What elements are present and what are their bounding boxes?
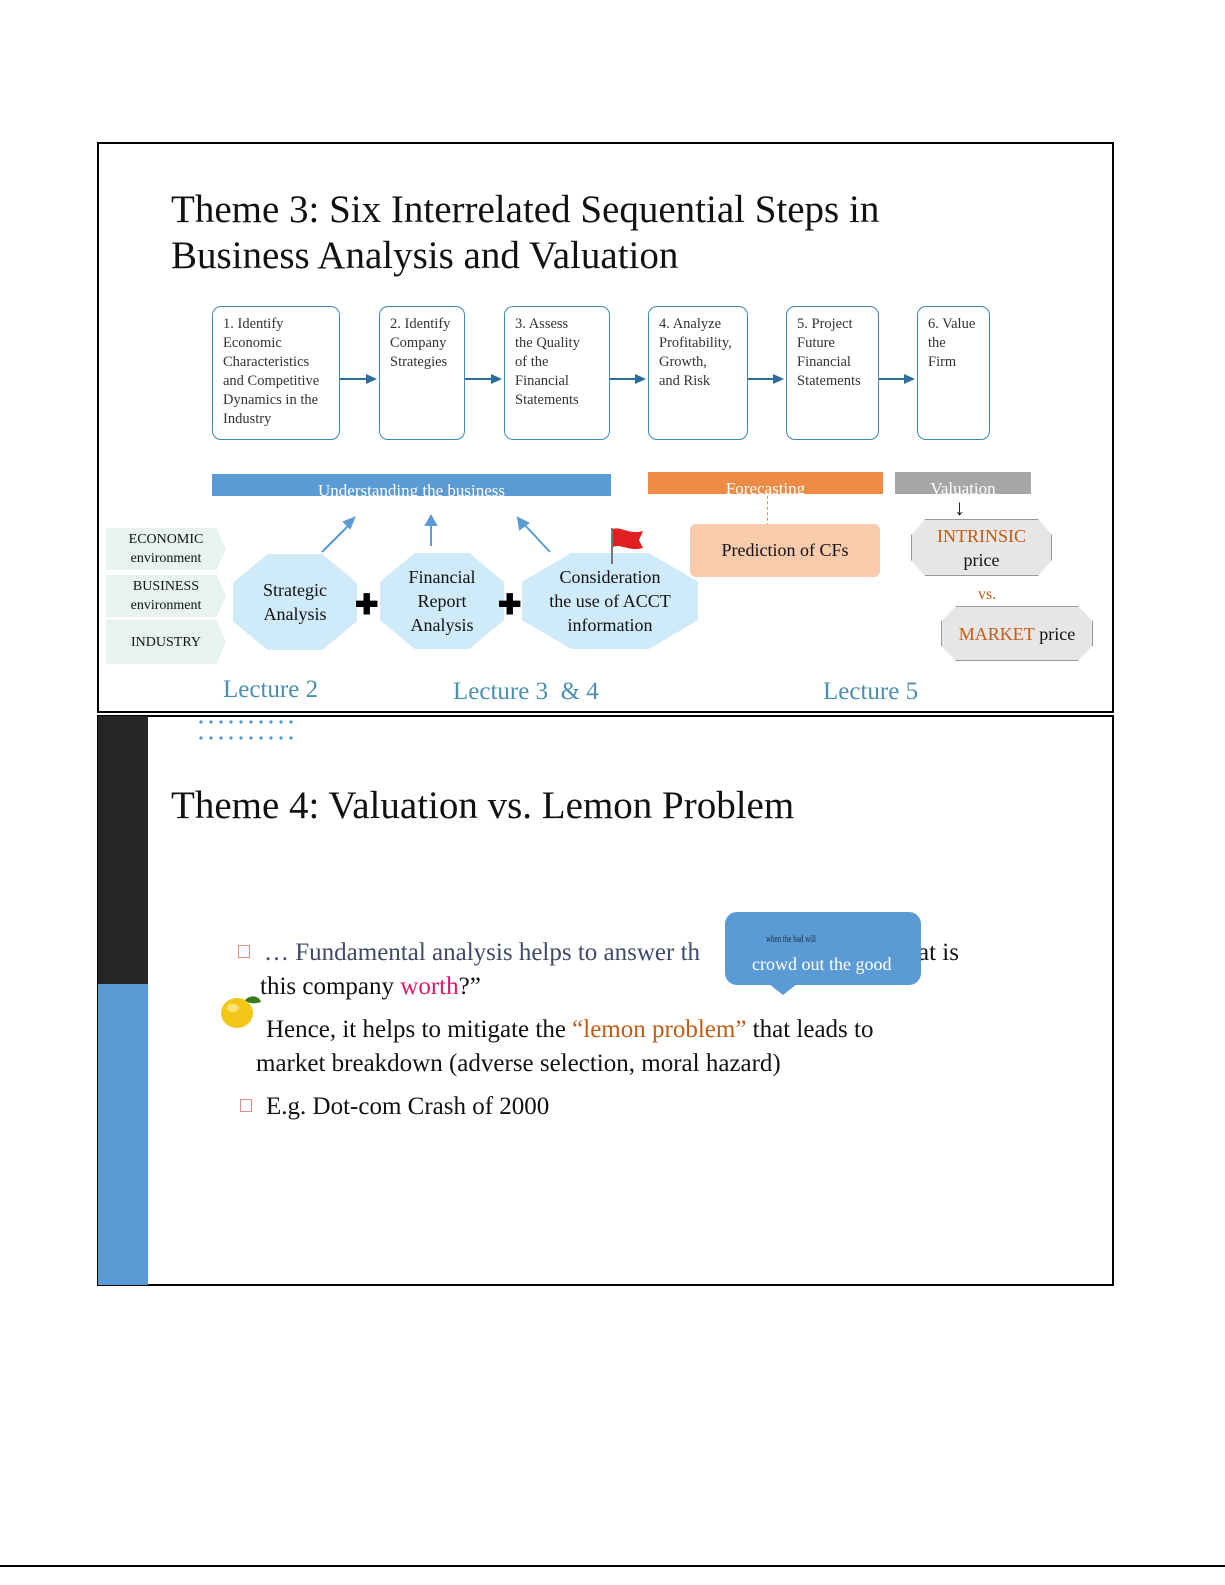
slide4-title: Theme 4: Valuation vs. Lemon Problem bbox=[171, 784, 795, 827]
bullet-square-icon bbox=[238, 945, 250, 958]
industry-label: INDUSTRY bbox=[106, 620, 226, 664]
down-arrow-icon: ↓ bbox=[954, 495, 965, 520]
intrinsic-price-shape: INTRINSIC price bbox=[911, 519, 1052, 576]
bullet1-text-end: at is bbox=[918, 939, 959, 966]
arrow-head-icon bbox=[491, 374, 502, 384]
slide3-title-line2: Business Analysis and Valuation bbox=[171, 234, 679, 277]
versus-label: vs. bbox=[978, 586, 997, 603]
business-environment-label: BUSINESS environment bbox=[106, 575, 226, 617]
upward-arrows-graphic bbox=[321, 513, 551, 553]
step-arrow-1 bbox=[340, 378, 368, 380]
lecture-2-label: Lecture 2 bbox=[223, 676, 319, 703]
arrow-head-icon bbox=[366, 374, 377, 384]
strategic-analysis-label: Strategic Analysis bbox=[263, 580, 327, 624]
financial-report-analysis-shape: Financial Report Analysis bbox=[380, 553, 504, 649]
bullet1-line2: this company worth?” bbox=[260, 970, 481, 1004]
bullet2-line2: market breakdown (adverse selection, mor… bbox=[256, 1050, 781, 1077]
lemon-icon bbox=[221, 996, 261, 1028]
market-word: MARKET bbox=[958, 623, 1035, 644]
arrow-head-icon bbox=[904, 374, 915, 384]
bullet1-text-start: … Fundamental analysis helps to answer t… bbox=[264, 939, 701, 966]
bullet-square-icon bbox=[240, 1099, 252, 1112]
bullet-lemon-problem: Hence, it helps to mitigate the “lemon p… bbox=[266, 1013, 873, 1047]
red-flag-icon bbox=[611, 528, 643, 564]
step-4-box: 4. Analyze Profitability, Growth, and Ri… bbox=[648, 306, 748, 440]
step-arrow-4 bbox=[748, 378, 775, 380]
prediction-of-cfs-label: Prediction of CFs bbox=[721, 540, 849, 560]
slide3-title-line1: Theme 3: Six Interrelated Sequential Ste… bbox=[171, 188, 880, 231]
bullet1-line2-start: this company bbox=[260, 973, 401, 1000]
dotted-decoration bbox=[196, 720, 296, 724]
consideration-acct-shape: Consideration the use of ACCT informatio… bbox=[522, 553, 698, 649]
bar-forecasting: Forecasting bbox=[648, 472, 883, 494]
plus-icon: ✚ bbox=[355, 590, 379, 621]
lecture-5-label: Lecture 5 bbox=[823, 678, 919, 705]
lecture-3-4-label: Lecture 3 & 4 bbox=[453, 678, 599, 705]
bar-valuation: Valuation bbox=[895, 472, 1031, 494]
step-1-box: 1. Identify Economic Characteristics and… bbox=[212, 306, 340, 440]
market-price-word: price bbox=[1039, 623, 1076, 644]
market-price-shape: MARKET price bbox=[941, 606, 1093, 661]
bullet1-line2-end: ?” bbox=[458, 973, 481, 1000]
bullet2-text-end: that leads to bbox=[746, 1016, 874, 1043]
strategic-analysis-shape: Strategic Analysis bbox=[233, 554, 357, 650]
step-5-box: 5. Project Future Financial Statements bbox=[786, 306, 879, 440]
step-3-box: 3. Assess the Quality of the Financial S… bbox=[504, 306, 610, 440]
bullet-fundamental-analysis: … Fundamental analysis helps to answer t… bbox=[238, 936, 700, 970]
callout-main-text: crowd out the good bbox=[752, 954, 892, 974]
callout-pointer bbox=[769, 984, 797, 995]
callout-bubble bbox=[725, 912, 921, 985]
intrinsic-word: INTRINSIC bbox=[937, 525, 1026, 546]
step-arrow-2 bbox=[465, 378, 493, 380]
financial-report-analysis-label: Financial Report Analysis bbox=[408, 567, 476, 635]
prediction-of-cfs-box: Prediction of CFs bbox=[690, 524, 880, 577]
economic-environment-label: ECONOMIC environment bbox=[106, 528, 226, 570]
bar-understanding-business: Understanding the business bbox=[212, 474, 611, 496]
blue-side-strip bbox=[98, 984, 148, 1285]
arrow-head-icon bbox=[773, 374, 784, 384]
page-bottom-edge bbox=[0, 1565, 1225, 1567]
consideration-acct-label: Consideration the use of ACCT informatio… bbox=[549, 567, 671, 635]
bullet2-text-start: Hence, it helps to mitigate the bbox=[266, 1016, 573, 1043]
step-arrow-3 bbox=[610, 378, 637, 380]
callout-small-text: when the bad will bbox=[766, 934, 816, 945]
forecast-connector bbox=[767, 496, 768, 526]
step-6-box: 6. Value the Firm bbox=[917, 306, 990, 440]
arrow-head-icon bbox=[635, 374, 646, 384]
worth-highlight: worth bbox=[400, 973, 459, 1000]
bullet-dotcom-crash: E.g. Dot-com Crash of 2000 bbox=[240, 1090, 549, 1124]
intrinsic-price-word: price bbox=[963, 549, 1000, 570]
dotted-decoration bbox=[196, 736, 296, 740]
step-2-box: 2. Identify Company Strategies bbox=[379, 306, 465, 440]
bullet3-text: E.g. Dot-com Crash of 2000 bbox=[266, 1093, 550, 1120]
step-arrow-5 bbox=[879, 378, 906, 380]
slide-theme-4 bbox=[97, 715, 1114, 1286]
lemon-problem-highlight: “lemon problem” bbox=[572, 1016, 747, 1043]
dark-side-strip bbox=[98, 716, 148, 984]
plus-icon: ✚ bbox=[498, 590, 522, 621]
